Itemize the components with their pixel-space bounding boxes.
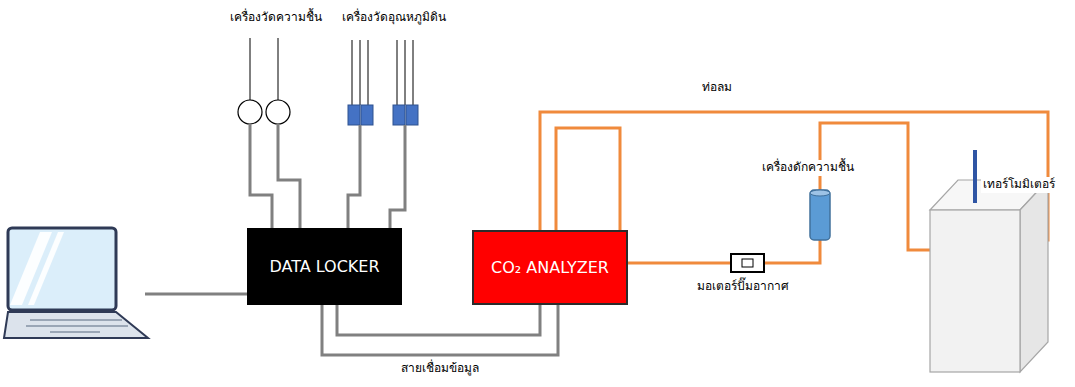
humidity-sensor	[238, 38, 300, 228]
box-title: CO₂ ANALYZER	[491, 258, 609, 277]
data-cable	[322, 305, 558, 355]
soil-chamber	[930, 180, 1048, 372]
laptop-cable	[145, 293, 247, 296]
tube-label: ท่อลม	[700, 80, 734, 96]
part-label: มอเตอร์ปั๊มอากาศ	[695, 279, 791, 295]
laptop-icon	[4, 228, 148, 338]
soil-temperature-sensor	[348, 40, 418, 228]
sensor-label: เครื่องวัดความชื้น	[228, 10, 324, 26]
cable-label: สายเชื่อมข้อมูล	[399, 361, 481, 377]
sensor-label: เครื่องวัดอุณหภูมิดิน	[340, 10, 448, 26]
part-label: เครื่องดักความชื้น	[760, 160, 856, 176]
data-cable	[337, 305, 540, 335]
part-label: เทอร์โมมิเตอร์	[981, 177, 1057, 193]
device-box: DATA LOCKER	[247, 228, 402, 305]
box-title: DATA LOCKER	[269, 257, 379, 276]
thermometer	[973, 150, 977, 203]
moisture-trap	[810, 190, 830, 240]
air-pump-motor	[731, 254, 764, 272]
device-box: CO₂ ANALYZER	[472, 230, 628, 305]
